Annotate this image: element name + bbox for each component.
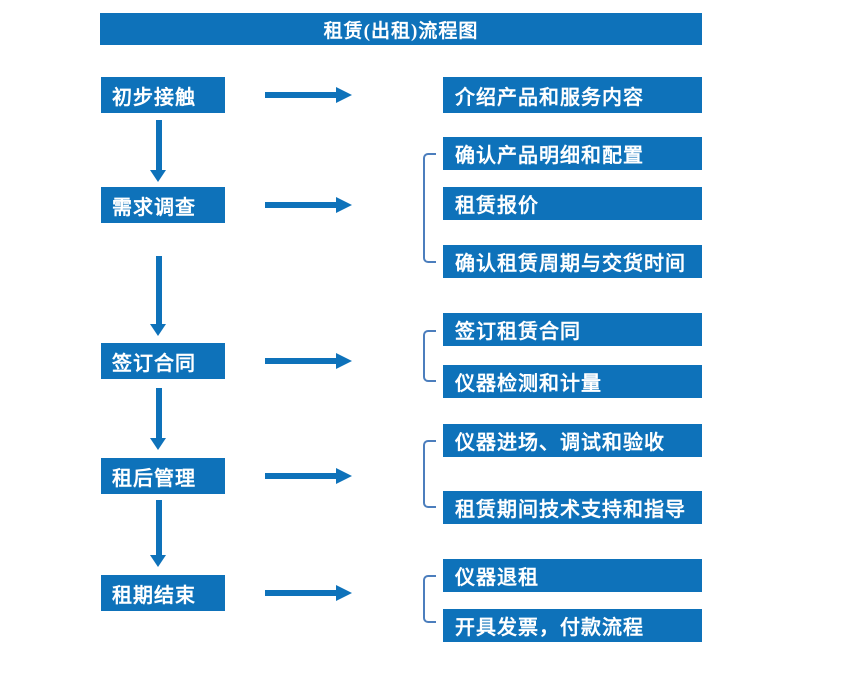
- output-box-4-2: 租赁期间技术支持和指导: [443, 491, 702, 524]
- group-bracket: [423, 575, 436, 623]
- arrow-right-icon: [265, 353, 352, 369]
- output-box-2-1: 确认产品明细和配置: [443, 137, 702, 170]
- output-box-5-1: 仪器退租: [443, 559, 702, 592]
- arrow-right-icon: [265, 468, 352, 484]
- stage-box-initial-contact: 初步接触: [101, 77, 225, 113]
- stage-box-sign-contract: 签订合同: [101, 343, 225, 379]
- output-box-5-2: 开具发票，付款流程: [443, 609, 702, 642]
- output-box-3-2: 仪器检测和计量: [443, 365, 702, 398]
- group-bracket: [423, 330, 436, 382]
- arrow-right-icon: [265, 585, 352, 601]
- stage-box-rental-end: 租期结束: [101, 575, 225, 611]
- output-box-2-3: 确认租赁周期与交货时间: [443, 245, 702, 278]
- flowchart-title: 租赁(出租)流程图: [100, 13, 702, 45]
- output-box-2-2: 租赁报价: [443, 187, 702, 220]
- arrow-down-icon: [150, 388, 167, 450]
- output-box-3-1: 签订租赁合同: [443, 313, 702, 346]
- arrow-right-icon: [265, 87, 352, 103]
- output-box-1-1: 介绍产品和服务内容: [443, 77, 702, 113]
- stage-box-post-rental-management: 租后管理: [101, 458, 225, 494]
- output-box-4-1: 仪器进场、调试和验收: [443, 424, 702, 457]
- arrow-down-icon: [150, 500, 167, 567]
- group-bracket: [423, 153, 436, 263]
- stage-box-demand-survey: 需求调查: [101, 187, 225, 223]
- arrow-right-icon: [265, 197, 352, 213]
- arrow-down-icon: [150, 256, 167, 336]
- group-bracket: [423, 440, 436, 508]
- arrow-down-icon: [150, 120, 167, 182]
